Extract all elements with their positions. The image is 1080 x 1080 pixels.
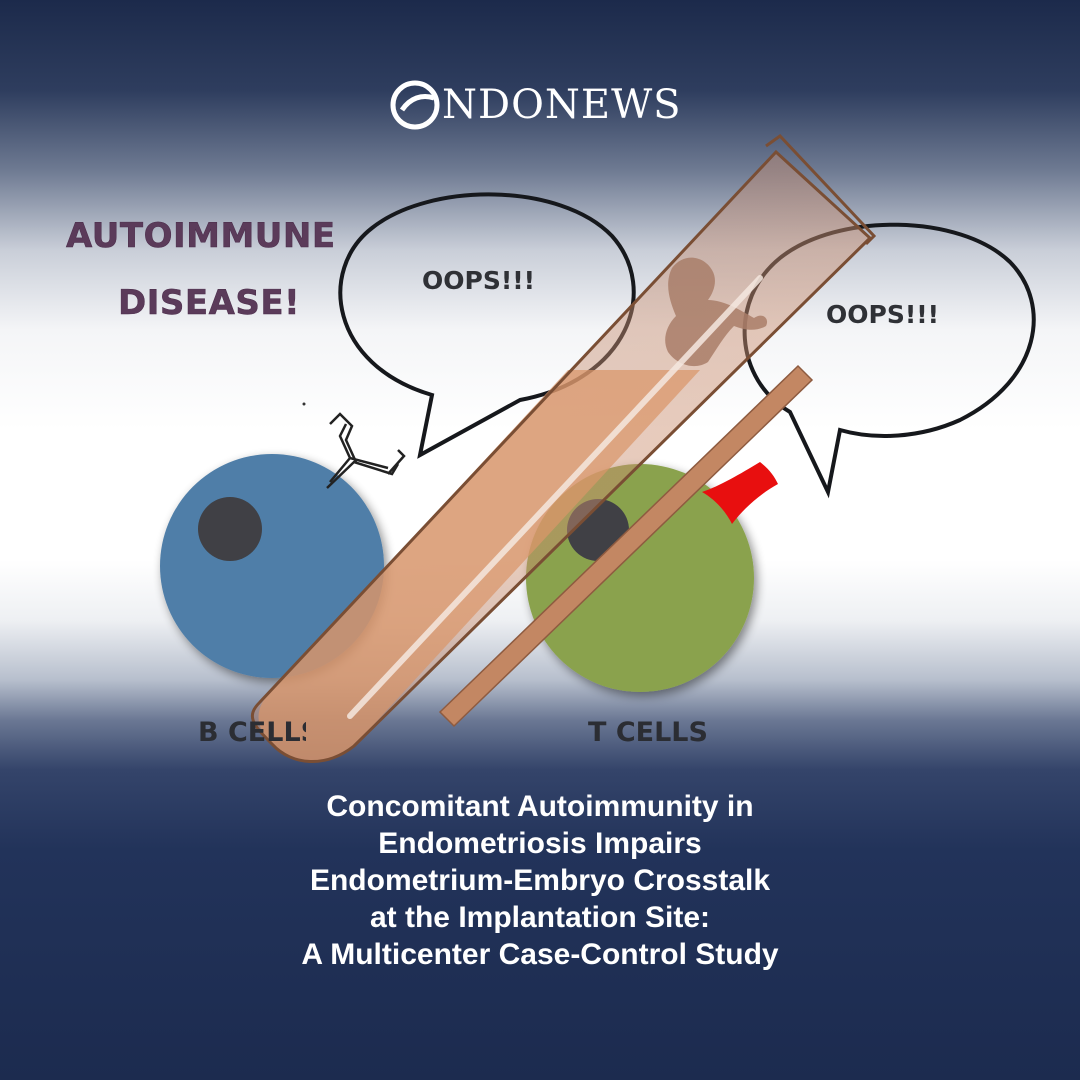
bubble-right-text: OOPS!!! — [826, 300, 940, 329]
t-cells-label: T CELLS — [588, 717, 708, 748]
test-tube-icon — [250, 134, 877, 763]
headline-line: at the Implantation Site: — [369, 901, 711, 934]
b-cell-nucleus — [198, 497, 262, 561]
headline-line: Concomitant Autoimmunity in — [326, 790, 754, 823]
pipette-icon — [438, 364, 814, 728]
bubble-left-text: OOPS!!! — [422, 266, 536, 295]
b-cells-label: B CELLS — [198, 717, 306, 748]
endonews-e-logo-icon — [390, 80, 440, 130]
brand-logo: NDONEWS — [388, 76, 698, 134]
antibody-icon — [326, 412, 406, 489]
autoimmune-label-line1: AUTOIMMUNE — [66, 216, 336, 257]
logo-mark-space — [388, 78, 442, 132]
autoimmune-label-line2: DISEASE! — [118, 283, 301, 324]
b-cell — [160, 454, 384, 678]
headline-line: Endometrium-Embryo Crosstalk — [309, 864, 771, 897]
red-spiky-antigen-icon — [702, 462, 778, 524]
headline-line: Endometriosis Impairs — [378, 827, 702, 860]
article-headline: Concomitant Autoimmunity in Endometriosi… — [140, 788, 940, 973]
brand-name: NDONEWS — [442, 82, 682, 128]
headline-line: A Multicenter Case-Control Study — [301, 938, 779, 971]
